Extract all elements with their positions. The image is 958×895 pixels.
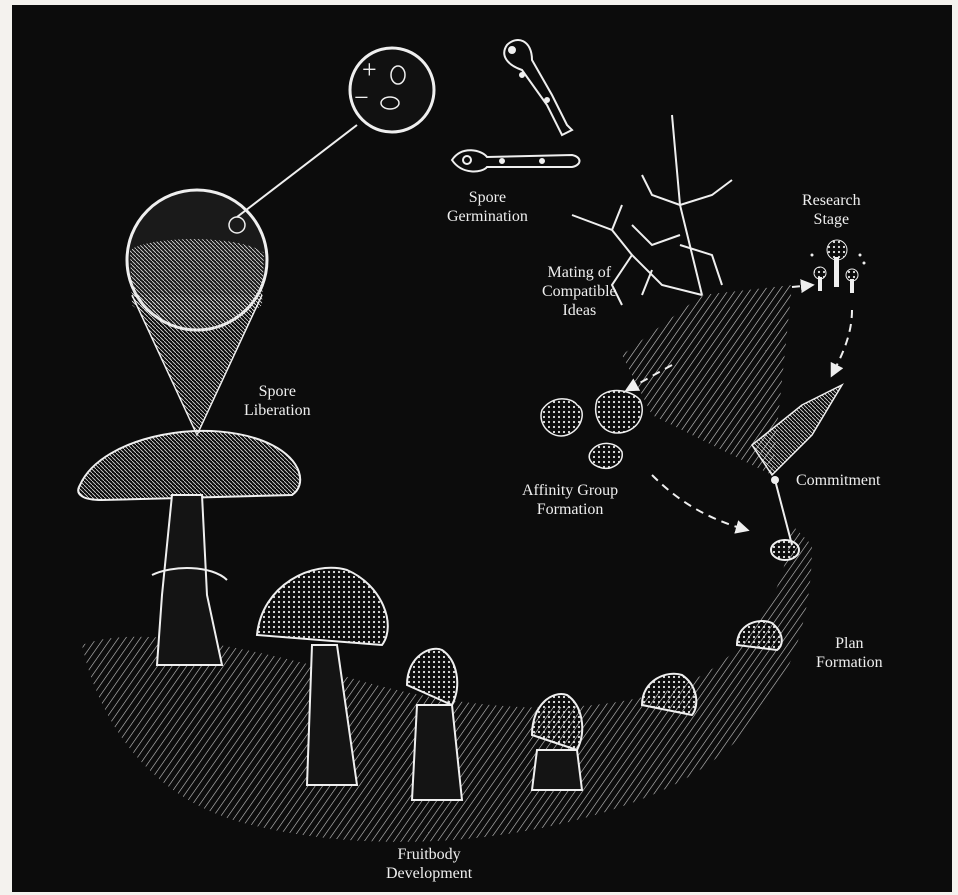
label-fruitbody-development: Fruitbody Development xyxy=(386,845,472,883)
spore-minus-symbol: − xyxy=(354,85,369,111)
affinity-group-clusters xyxy=(541,391,642,469)
label-spore-liberation: Spore Liberation xyxy=(244,382,311,420)
label-plan-formation: Plan Formation xyxy=(816,634,883,672)
label-research-stage: Research Stage xyxy=(802,191,861,229)
spore-plus-symbol: + xyxy=(362,57,377,83)
mycelium-fan xyxy=(622,285,842,545)
label-affinity-group-formation: Affinity Group Formation xyxy=(522,481,618,519)
research-stage-sprouts xyxy=(811,240,866,293)
spore-magnifier xyxy=(127,48,434,435)
illustration xyxy=(12,5,952,892)
life-cycle-diagram: Spore Germination Mating of Compatible I… xyxy=(12,5,952,892)
label-mating-compatible-ideas: Mating of Compatible Ideas xyxy=(542,263,617,320)
germinating-spores xyxy=(452,40,580,171)
label-commitment: Commitment xyxy=(796,471,880,490)
label-spore-germination: Spore Germination xyxy=(447,188,528,226)
